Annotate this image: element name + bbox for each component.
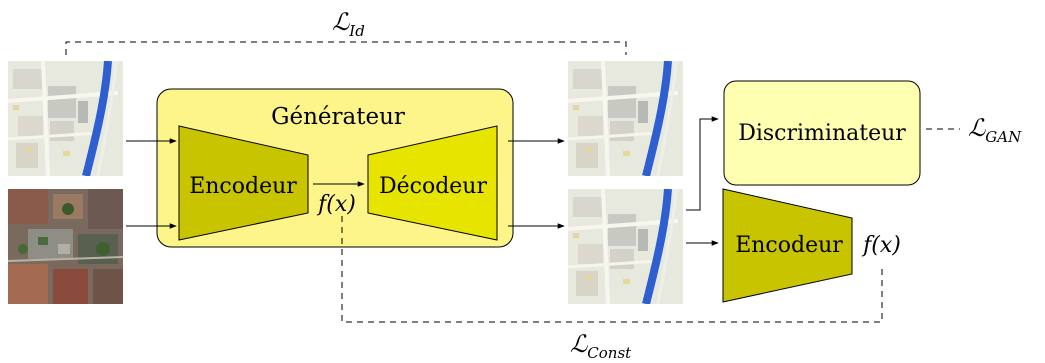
decoder-label: Décodeur xyxy=(379,174,487,199)
map-tile-icon xyxy=(568,61,683,176)
loss-gan-label: ℒGAN xyxy=(968,114,1022,146)
loss-const-label: ℒConst xyxy=(570,330,632,362)
discriminator-label: Discriminateur xyxy=(738,121,906,146)
decoder-block xyxy=(367,125,498,241)
encoder-block xyxy=(178,125,309,241)
map-tile-icon xyxy=(568,189,683,304)
discriminator-box xyxy=(723,80,921,186)
loss-id-label: ℒId xyxy=(332,8,365,40)
output-fx-label: f(x) xyxy=(861,233,901,258)
identity-loss-connector xyxy=(65,41,627,55)
const-loss-connector xyxy=(341,216,883,323)
aerial-photo-icon xyxy=(8,189,123,304)
encoder2-block xyxy=(722,188,853,303)
latent-fx-label: f(x) xyxy=(316,192,356,217)
to-discriminator-arrow xyxy=(686,116,719,211)
map-tile-icon xyxy=(8,61,123,176)
encoder2-label: Encodeur xyxy=(735,233,843,258)
generator-label: Générateur xyxy=(271,104,405,130)
encoder-label: Encodeur xyxy=(189,174,297,199)
